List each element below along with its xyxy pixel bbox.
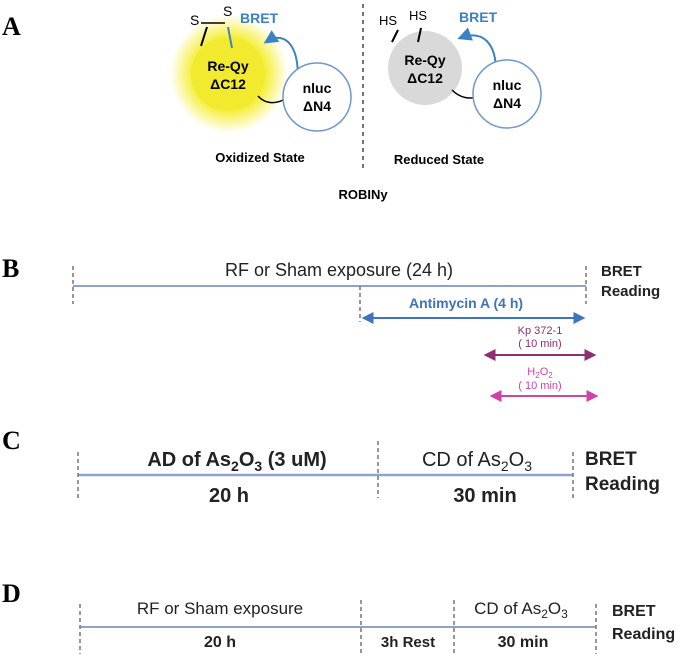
bret-reading-d-subtitle: Reading [612, 626, 675, 643]
nluc-domain-reduced [472, 59, 542, 129]
nluc-truncation-oxidized: ΔN4 [303, 98, 331, 114]
panel-b: B RF or Sham exposure (24 h) Antimycin A… [2, 254, 660, 402]
chronic-dose-label: CD of As2O3 [422, 449, 532, 474]
reqy-name-reduced: Re-Qy [404, 52, 445, 68]
panel-label-c: C [2, 426, 21, 455]
bret-label-reduced: BRET [459, 9, 498, 25]
reqy-truncation-oxidized: ΔC12 [210, 76, 246, 92]
sensor-name: ROBINy [338, 187, 388, 202]
panel-label-b: B [2, 254, 19, 283]
exposure-d-duration: 20 h [204, 634, 236, 651]
bret-reading-subtitle: Reading [601, 283, 660, 300]
exposure-label: RF or Sham exposure (24 h) [225, 260, 453, 280]
reqy-domain-reduced [388, 31, 462, 105]
reduced-state-caption: Reduced State [394, 152, 484, 167]
nluc-truncation-reduced: ΔN4 [493, 95, 521, 111]
bret-reading-d-title: BRET [612, 603, 656, 620]
bret-label-oxidized: BRET [240, 10, 279, 26]
cysteine-stem-left [200, 26, 208, 47]
sulfur-atom-right: S [223, 3, 232, 19]
bret-reading-title: BRET [601, 263, 642, 280]
thiol-stem-right [417, 27, 422, 43]
reqy-truncation-reduced: ΔC12 [407, 70, 443, 86]
oxidized-state-caption: Oxidized State [215, 150, 305, 165]
chronic-dose-d-label: CD of As2O3 [474, 599, 568, 621]
kp-duration: ( 10 min) [518, 338, 561, 350]
kp-label: Kp 372-1 [518, 325, 563, 337]
panel-a: A S S BRET Re-Qy ΔC12 nluc ΔN4 Oxidized … [2, 3, 542, 202]
h2o2-label: H2O2 [527, 366, 553, 380]
acute-dose-label: AD of As2O3 (3 uM) [147, 449, 326, 474]
chronic-dose-d-duration: 30 min [498, 634, 549, 651]
panel-label-a: A [2, 12, 21, 41]
chronic-dose-duration: 30 min [453, 485, 516, 507]
nluc-name-reduced: nluc [493, 77, 522, 93]
bret-reading-c-subtitle: Reading [585, 474, 660, 495]
panel-label-d: D [2, 579, 21, 608]
antimycin-label: Antimycin A (4 h) [409, 295, 523, 311]
oxidized-state-diagram: S S BRET Re-Qy ΔC12 nluc ΔN4 Oxidized St… [170, 3, 352, 165]
rest-period-label: 3h Rest [381, 634, 435, 651]
nluc-name-oxidized: nluc [303, 80, 332, 96]
thiol-stem-left [391, 29, 399, 43]
sulfur-atom-left: S [190, 12, 199, 28]
acute-dose-duration: 20 h [209, 485, 249, 507]
h2o2-duration: ( 10 min) [518, 380, 561, 392]
reqy-name-oxidized: Re-Qy [207, 58, 248, 74]
cysteine-stem-right [227, 26, 233, 49]
nluc-domain-oxidized [282, 62, 352, 132]
thiol-group-right: HS [409, 8, 427, 23]
linker-oxidized [257, 95, 284, 104]
reduced-state-diagram: HS HS BRET Re-Qy ΔC12 nluc ΔN4 Reduced S… [379, 8, 542, 167]
panel-d: D RF or Sham exposure 20 h 3h Rest CD of… [2, 579, 675, 654]
panel-c: C AD of As2O3 (3 uM) 20 h CD of As2O3 30… [2, 426, 660, 507]
thiol-group-left: HS [379, 13, 397, 28]
exposure-d-label: RF or Sham exposure [137, 599, 303, 618]
reqy-domain-oxidized [191, 37, 265, 111]
bret-reading-c-title: BRET [585, 449, 637, 470]
